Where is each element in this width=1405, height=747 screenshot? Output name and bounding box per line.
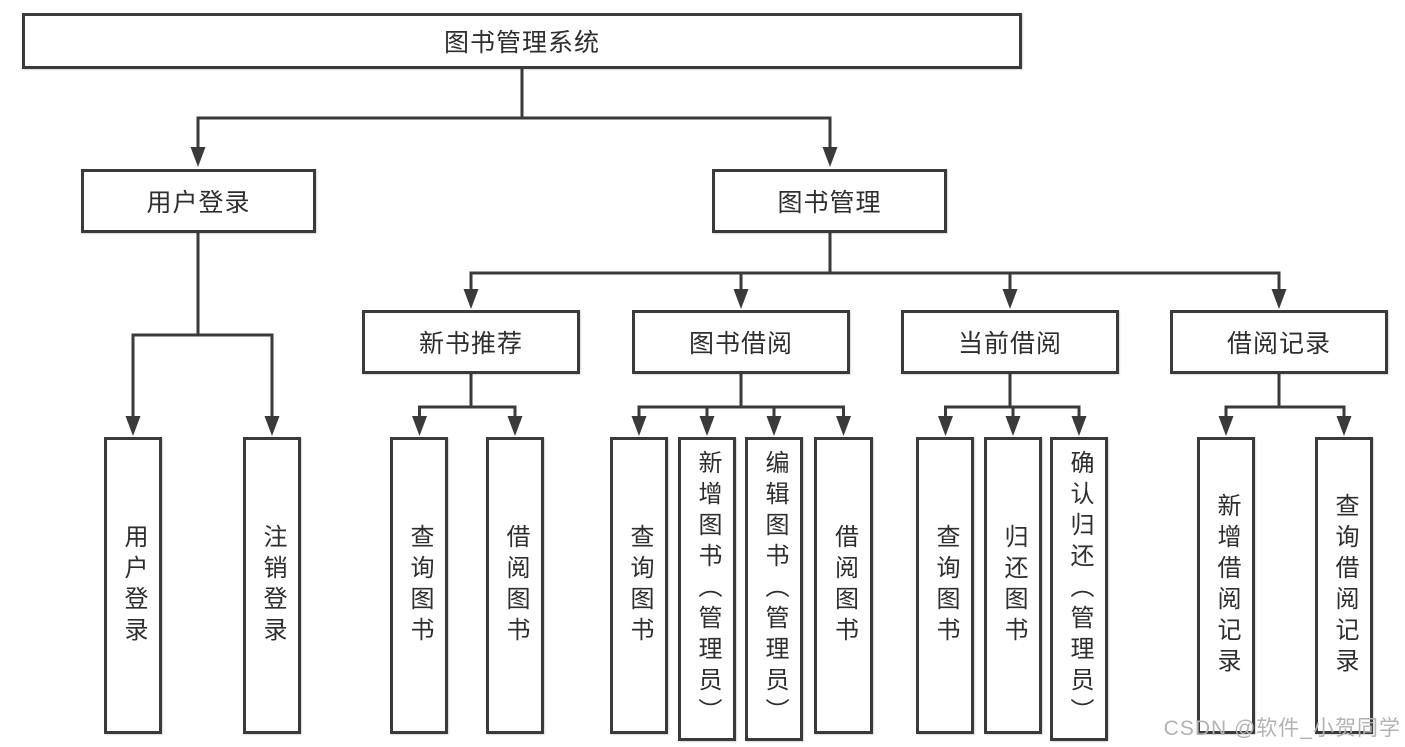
leaf-borrowing-edit-books-admin: 编辑图书（管理员） (745, 437, 803, 741)
leaf-borrowing-query-books: 查询图书 (610, 437, 668, 734)
node-borrowing-records: 借阅记录 (1170, 310, 1388, 374)
leaf-records-query-record: 查询借阅记录 (1315, 437, 1373, 734)
leaf-borrowing-borrow-books: 借阅图书 (814, 437, 873, 734)
node-user-login: 用户登录 (81, 169, 316, 233)
leaf-current-confirm-return-admin: 确认归还（管理员） (1050, 437, 1108, 741)
node-book-management: 图书管理 (712, 169, 947, 233)
leaf-recommend-borrow-books: 借阅图书 (486, 437, 544, 734)
node-new-book-recommend: 新书推荐 (362, 310, 580, 374)
leaf-logout: 注销登录 (243, 437, 301, 734)
node-book-borrowing: 图书借阅 (632, 310, 850, 374)
leaf-recommend-query-books: 查询图书 (390, 437, 448, 734)
leaf-records-add-record: 新增借阅记录 (1197, 437, 1255, 734)
node-library-system-root: 图书管理系统 (22, 13, 1022, 69)
node-current-borrowing: 当前借阅 (901, 310, 1119, 374)
leaf-user-login: 用户登录 (104, 437, 162, 734)
leaf-borrowing-add-books-admin: 新增图书（管理员） (678, 437, 736, 741)
leaf-current-return-books: 归还图书 (984, 437, 1042, 734)
leaf-current-query-books: 查询图书 (916, 437, 974, 734)
